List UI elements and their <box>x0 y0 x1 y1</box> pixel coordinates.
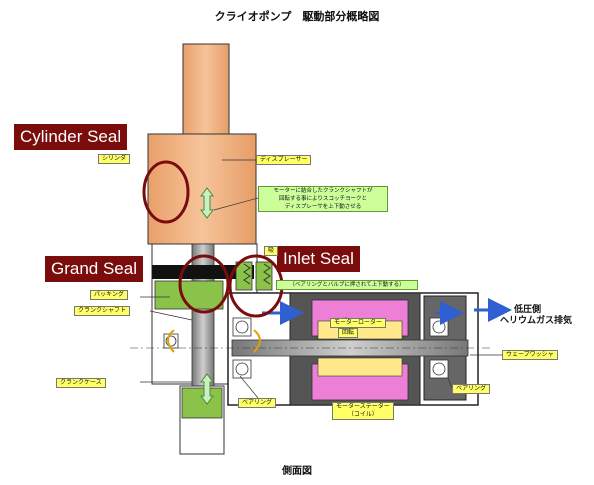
cylinder-tube <box>182 43 230 141</box>
label-packing: パッキング <box>90 290 128 300</box>
callout-cylinder-seal: Cylinder Seal <box>14 124 128 150</box>
label-crankshaft: クランクシャフト <box>74 306 131 316</box>
exhaust-line2: ヘリウムガス排気 <box>500 316 573 326</box>
view-caption: 側面図 <box>282 466 312 477</box>
label-wave-washer: ウェーブワッシャ <box>502 350 558 360</box>
note-valve: （ベアリングとバルブに押されて上下動する） <box>276 280 418 290</box>
label-intake: 吸 <box>264 246 279 256</box>
label-rotation: 回転 <box>338 328 359 338</box>
label-bearing-left: ベアリング <box>238 398 277 408</box>
updown-arrows <box>200 187 214 405</box>
label-cylinder: シリンダ <box>98 154 131 164</box>
displacer-body <box>147 133 257 245</box>
lower-green-block <box>181 387 223 419</box>
label-displacer: ディスプレーサー <box>256 155 312 165</box>
callout-grand-seal: Grand Seal <box>45 256 143 282</box>
label-crankcase: クランクケース <box>56 378 106 388</box>
bearing-glyphs <box>163 317 449 379</box>
label-bearing-right: ベアリング <box>452 384 491 394</box>
motor-rotor-bottom <box>317 357 403 377</box>
diagram-title: クライオポンプ 駆動部分概略図 <box>214 10 380 23</box>
exhaust-line1: 低圧側 <box>514 305 542 315</box>
label-motor-rotor: モーターローター <box>330 318 387 328</box>
callout-inlet-seal: Inlet Seal <box>277 246 360 272</box>
note-mechanism: モーターに結合したクランクシャフトが 回転する事によりスコッチヨークと ディスプ… <box>258 186 388 212</box>
packing-plate <box>152 265 254 279</box>
rotation-arrows <box>167 329 261 353</box>
label-motor-stator: モーターステーター （コイル） <box>332 402 394 420</box>
